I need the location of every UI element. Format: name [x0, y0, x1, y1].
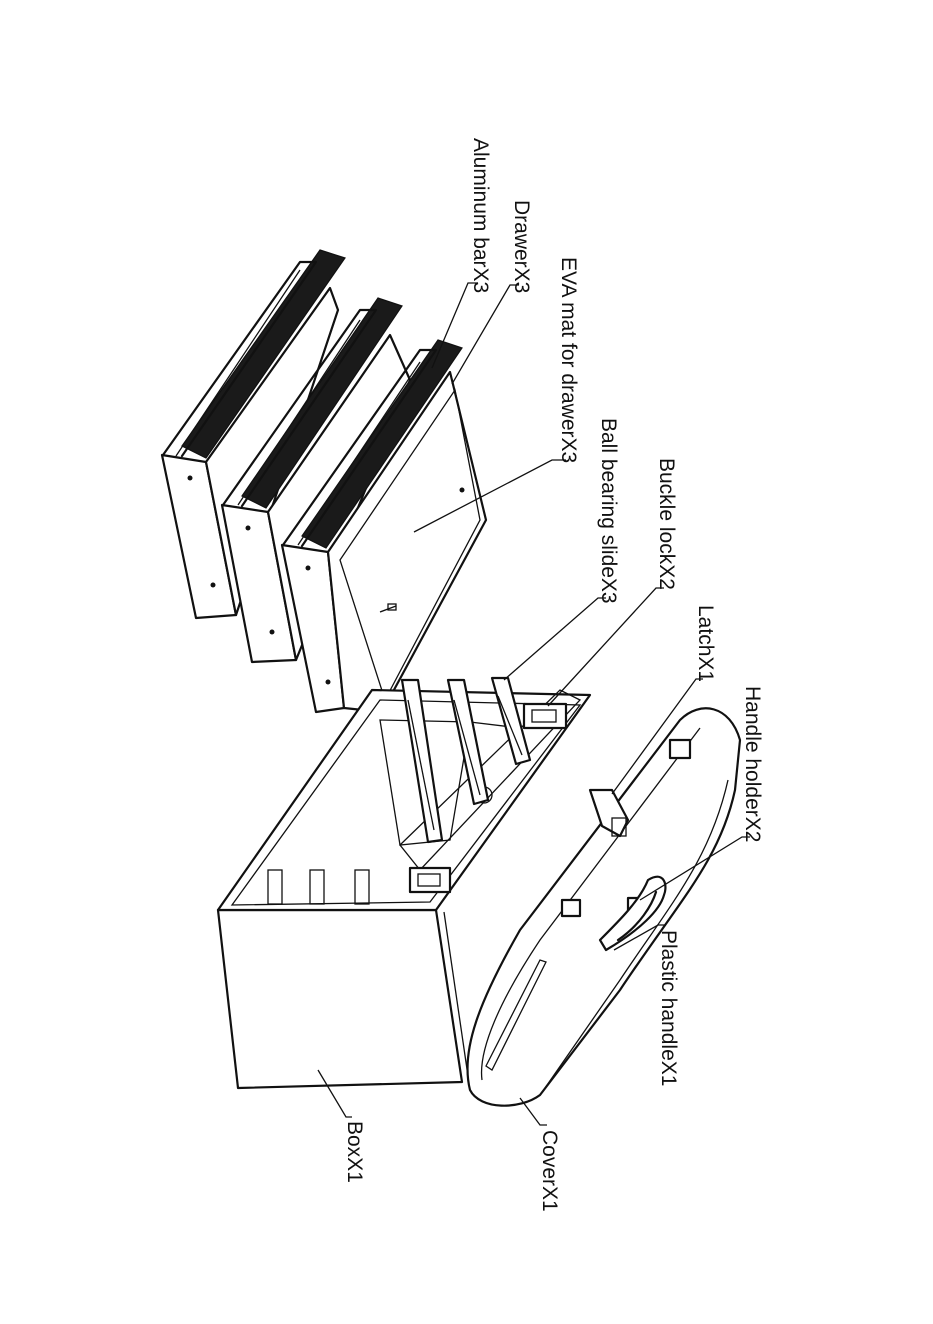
leader-ball-bearing-slide — [504, 598, 606, 680]
label-handle-holder: Handle holderX2 — [741, 686, 764, 842]
buckle-lock-lower — [410, 868, 450, 892]
label-aluminum-bar: Aluminum barX3 — [469, 138, 492, 293]
leader-buckle-lock — [548, 588, 664, 706]
label-eva-mat: EVA mat for drawerX3 — [557, 257, 580, 463]
label-ball-bearing-slide: Ball bearing slideX3 — [597, 418, 620, 604]
label-buckle-lock: Buckle lockX2 — [655, 458, 678, 590]
label-cover: CoverX1 — [538, 1130, 561, 1212]
label-box: BoxX1 — [343, 1121, 366, 1183]
label-drawer: DrawerX3 — [510, 200, 533, 293]
buckle-lock-upper — [524, 704, 566, 728]
label-latch: LatchX1 — [694, 605, 717, 682]
label-plastic-handle: Plastic handleX1 — [657, 930, 680, 1086]
leader-drawer — [452, 285, 519, 384]
